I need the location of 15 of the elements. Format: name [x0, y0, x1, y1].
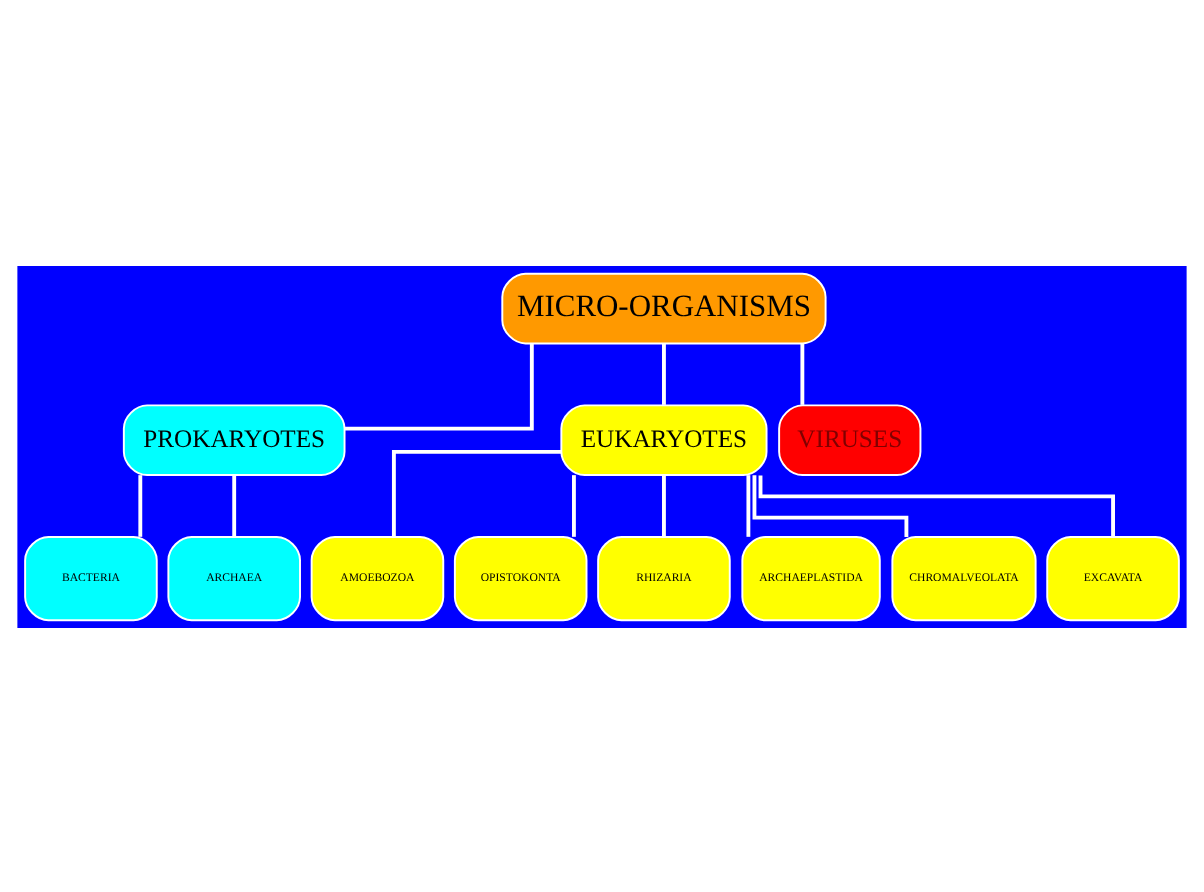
node-box: MICRO-ORGANISMS	[501, 271, 827, 344]
connector	[752, 474, 909, 536]
node-box: VIRUSES	[778, 403, 922, 476]
connector	[800, 342, 805, 404]
node-box: PROKARYOTES	[122, 403, 346, 476]
connector	[662, 474, 666, 536]
connector	[345, 342, 534, 430]
connector	[662, 342, 666, 404]
connector	[232, 474, 237, 536]
connector	[572, 474, 576, 536]
connector	[758, 474, 1115, 536]
connector	[746, 474, 751, 536]
node-box: EUKARYOTES	[560, 403, 768, 476]
connector	[138, 474, 143, 536]
connector	[391, 448, 562, 536]
